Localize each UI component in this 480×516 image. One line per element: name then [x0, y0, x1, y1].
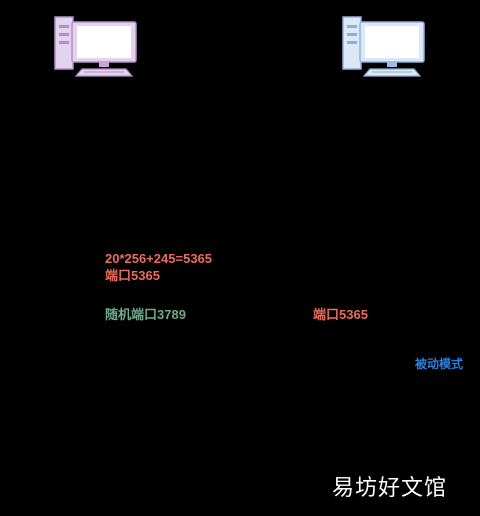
random-port-label: 随机端口3789	[105, 307, 186, 322]
server-port-label: 端口5365	[313, 307, 368, 322]
watermark-text: 易坊好文馆	[332, 476, 448, 501]
computer-icon	[54, 16, 137, 77]
passive-mode-label: 被动模式	[415, 357, 464, 371]
client-port-label: 端口5365	[105, 268, 160, 283]
port-calculation-label: 20*256+245=5365	[105, 251, 213, 266]
computer-icon	[342, 16, 425, 77]
